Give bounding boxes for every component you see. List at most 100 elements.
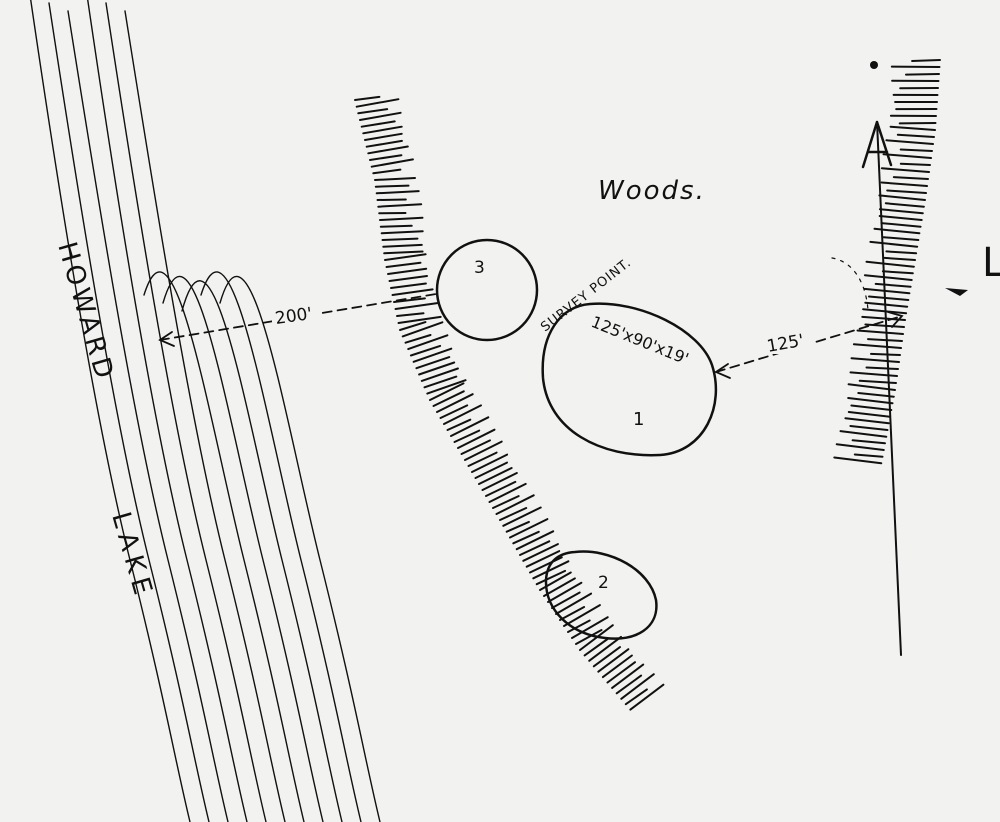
hachure-stroke (515, 530, 555, 551)
hachure-stroke (360, 120, 396, 128)
hachure-stroke (407, 334, 449, 351)
hachure-stroke (839, 430, 888, 438)
hachure-stroke (899, 148, 933, 152)
hachure-stroke (853, 453, 884, 458)
arrow-head-icon (158, 331, 175, 347)
hachure-stroke (418, 361, 456, 376)
hachure-stroke (849, 425, 889, 431)
hachure-stroke (892, 176, 929, 180)
hachure-stroke (885, 139, 934, 145)
hachure-stroke (878, 208, 924, 215)
hachure-stroke (478, 467, 513, 485)
hachure-stroke (844, 417, 890, 425)
hachure-stroke (485, 480, 517, 497)
lake-line (200, 271, 362, 822)
hachure-stroke (467, 451, 498, 467)
hachure-stroke (390, 282, 427, 289)
hachure-stroke (880, 222, 922, 228)
hachure-stroke (364, 132, 403, 141)
hachure-stroke (379, 224, 413, 228)
lake-line (105, 2, 267, 822)
distance-label-bg (764, 332, 814, 354)
hachure-stroke (404, 334, 432, 344)
arrow-head-icon (714, 363, 731, 379)
hachure-stroke (559, 606, 586, 621)
hachure-stroke (882, 236, 920, 241)
hachure-stroke (355, 98, 400, 108)
woods-label: Woods. (598, 176, 706, 206)
hachure-stroke (849, 371, 898, 377)
hachure-stroke (883, 256, 916, 261)
hachure-stroke (882, 153, 932, 159)
hachure-stroke (509, 518, 549, 539)
hachure-stroke (362, 125, 403, 135)
hachure-stroke (905, 73, 940, 76)
hachure-stroke (502, 506, 542, 527)
hachure-stroke (429, 382, 465, 401)
hachure-stroke (397, 315, 442, 324)
north-arrow-icon (861, 61, 902, 656)
lake-line (48, 2, 210, 822)
west-ridge-hachures (354, 95, 665, 711)
hachure-stroke (543, 577, 576, 597)
hachure-stroke (443, 404, 482, 425)
hachure-stroke (464, 440, 503, 461)
hachure-stroke (864, 323, 905, 328)
hachure-stroke (896, 133, 935, 138)
hachure-stroke (481, 472, 518, 491)
hachure-stroke (391, 288, 434, 296)
hachure-stroke (387, 267, 428, 275)
hachure-stroke (583, 638, 609, 657)
hachure-stroke (563, 604, 601, 627)
hachure-stroke (551, 591, 581, 609)
lake-shore-lines (30, 0, 381, 822)
mound-1 (541, 302, 718, 457)
lake-line (30, 0, 191, 822)
mound-3 (435, 238, 539, 342)
hachure-stroke (865, 366, 899, 370)
hachure-stroke (382, 243, 423, 248)
hachure-stroke (620, 673, 655, 700)
hachure-stroke (529, 556, 563, 574)
hachure-stroke (611, 663, 645, 689)
hachure-stroke (499, 507, 528, 521)
lake-line (162, 275, 324, 822)
hachure-stroke (376, 198, 407, 201)
hachure-stroke (869, 240, 919, 248)
mound-1-number: 1 (633, 409, 644, 430)
hachure-stroke (383, 250, 424, 255)
hachure-stroke (372, 168, 402, 175)
hachure-stroke (884, 202, 925, 208)
hachure-stroke (886, 189, 927, 194)
hachure-stroke (878, 215, 923, 221)
hachure-stroke (857, 392, 895, 398)
hachure-stroke (374, 177, 416, 181)
east-ridge-hachures (833, 59, 941, 465)
hachure-stroke (547, 581, 583, 603)
ink-mark (945, 288, 968, 296)
hachure-stroke (850, 404, 893, 411)
hachure-stroke (847, 411, 891, 418)
lake-label-lake: LAKE (105, 509, 159, 604)
hachure-stroke (409, 344, 442, 357)
hachure-stroke (567, 619, 591, 633)
hachure-stroke (375, 190, 420, 195)
hachure-stroke (571, 616, 609, 639)
hachure-stroke (512, 530, 540, 545)
hachure-stroke (624, 688, 648, 706)
hachure-stroke (880, 181, 928, 187)
hachure-stroke (432, 390, 465, 407)
hachure-stroke (439, 404, 469, 419)
hachure-stroke (393, 297, 426, 303)
hachure-stroke (495, 494, 535, 515)
hachure-stroke (519, 540, 551, 556)
hachure-stroke (868, 295, 910, 301)
hachure-stroke (835, 443, 885, 451)
hachure-stroke (864, 301, 909, 308)
hachure-stroke (522, 543, 559, 562)
hachure-stroke (601, 654, 633, 679)
hachure-stroke (867, 338, 903, 342)
hachure-stroke (575, 629, 603, 645)
lake-line (87, 0, 248, 822)
hachure-stroke (381, 237, 419, 241)
